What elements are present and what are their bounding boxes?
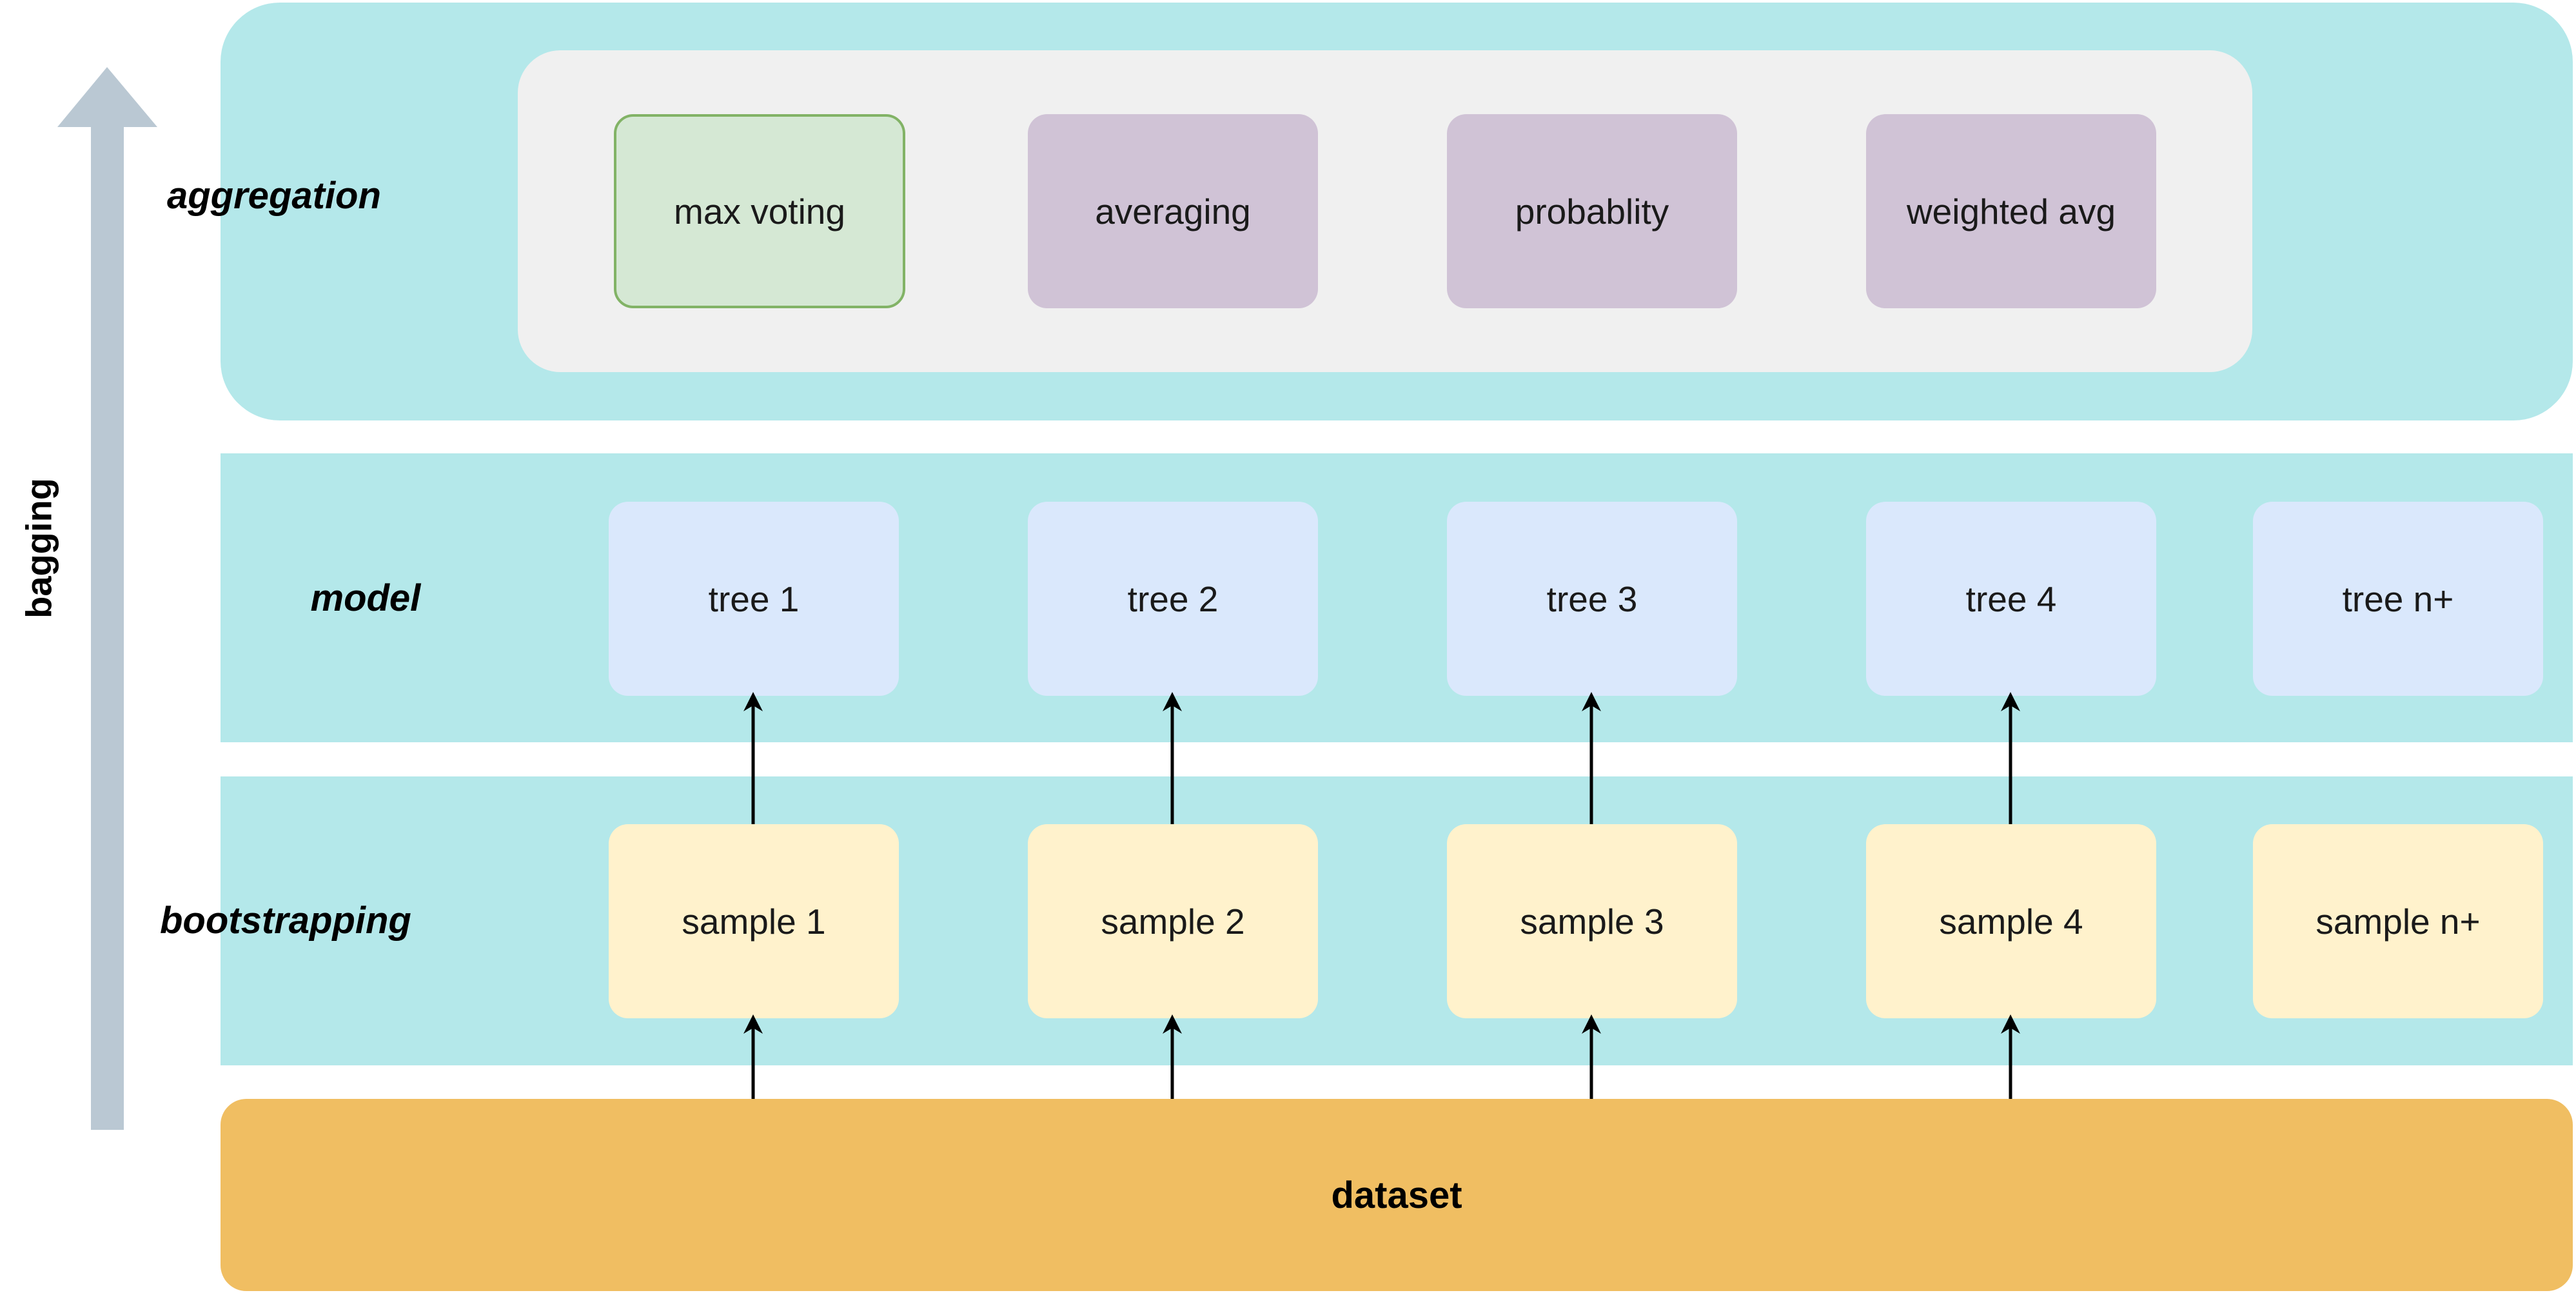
aggregation-layer-label: aggregation	[167, 175, 381, 217]
sample-node: sample 3	[1447, 824, 1737, 1018]
tree-node: tree 2	[1028, 502, 1318, 696]
sample-node: sample 1	[609, 824, 899, 1018]
tree-node: tree n+	[2253, 502, 2543, 696]
dataset-label: dataset	[1331, 1174, 1462, 1216]
model-layer	[221, 453, 2573, 742]
method-probability: probablity	[1447, 114, 1737, 308]
bootstrapping-layer	[221, 776, 2573, 1065]
tree-node: tree 4	[1866, 502, 2156, 696]
method-averaging: averaging	[1028, 114, 1318, 308]
tree-node: tree 3	[1447, 502, 1737, 696]
model-layer-label: model	[310, 577, 421, 619]
method-weighted-avg: weighted avg	[1866, 114, 2156, 308]
sample-node: sample 2	[1028, 824, 1318, 1018]
bootstrapping-layer-label: bootstrapping	[160, 900, 411, 942]
dataset-block: dataset	[221, 1099, 2573, 1291]
method-max-voting: max voting	[614, 114, 905, 308]
sample-node: sample 4	[1866, 824, 2156, 1018]
tree-node: tree 1	[609, 502, 899, 696]
sample-node: sample n+	[2253, 824, 2543, 1018]
bagging-label: bagging	[18, 478, 59, 618]
